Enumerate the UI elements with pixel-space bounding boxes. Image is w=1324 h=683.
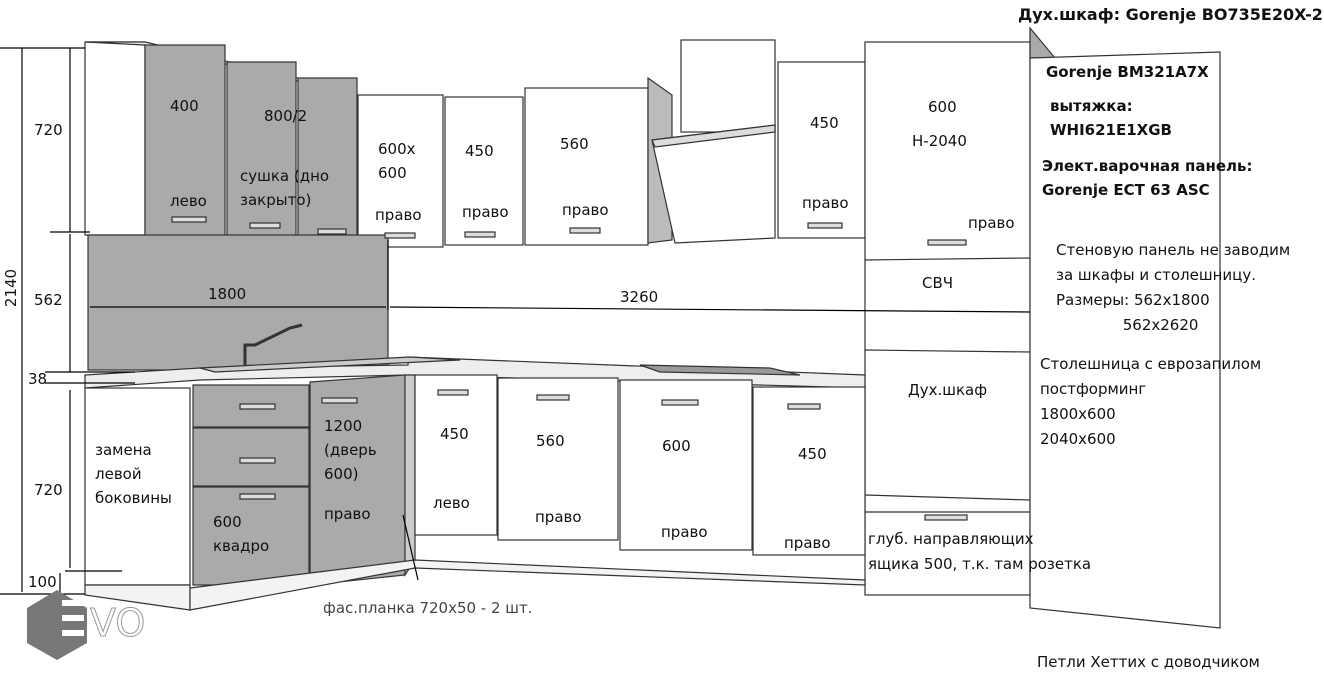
dim-countertop: 38 — [28, 370, 48, 388]
dim-upper-height: 720 — [34, 121, 63, 139]
upper-door-600 — [357, 94, 444, 248]
lower-6-hinge: право — [784, 534, 831, 552]
upper-1-hinge: лево — [170, 192, 207, 210]
upper-2-note: сушка (дно закрыто) — [240, 167, 330, 209]
lower-1-size: 600 квадро — [213, 513, 270, 555]
facade-strip-note: фас.планка 720х50 - 2 шт. — [323, 599, 533, 617]
wall-panel-note: Стеновую панель не заводим за шкафы и ст… — [1056, 241, 1291, 334]
upper-6-hinge: право — [802, 194, 849, 212]
upper-door-800a — [226, 61, 297, 243]
upper-1-size: 400 — [170, 97, 199, 115]
lower-4-size: 560 — [536, 432, 565, 450]
oven-model: Дух.шкаф: Gorenje BO735E20X-2 — [1018, 5, 1323, 24]
upper-3-size: 600х 600 — [378, 140, 416, 182]
microwave-label: СВЧ — [922, 274, 954, 292]
dim-lower-height: 720 — [34, 481, 63, 499]
drawer-3 — [192, 486, 310, 586]
hood-model: WHI621E1XGB — [1050, 121, 1172, 139]
dim-backsplash-height: 562 — [34, 291, 63, 309]
upper-6-size: 450 — [810, 114, 839, 132]
upper-5-size: 560 — [560, 135, 589, 153]
tall-hinge: право — [968, 214, 1015, 232]
lower-2-hinge: право — [324, 505, 371, 523]
tall-column — [864, 41, 1031, 596]
lower-5-size: 600 — [662, 437, 691, 455]
lower-3-hinge: лево — [433, 494, 470, 512]
lower-door-450b — [752, 386, 866, 556]
dim-total-height: 2140 — [2, 268, 21, 308]
svg-text:VO: VO — [90, 601, 145, 645]
lower-5-hinge: право — [661, 523, 708, 541]
upper-4-size: 450 — [465, 142, 494, 160]
upper-4-hinge: право — [462, 203, 509, 221]
oven-label: Дух.шкаф — [908, 381, 988, 399]
evo-logo: VO — [27, 590, 146, 660]
hood-chimney — [680, 39, 776, 133]
upper-door-400 — [144, 44, 226, 238]
dim-left-width: 1800 — [208, 285, 247, 303]
upper-door-450 — [444, 96, 524, 246]
fridge-model: Gorenje BM321A7X — [1046, 63, 1209, 81]
lower-door-560 — [497, 377, 619, 541]
hinges-note: Петли Хеттих с доводчиком — [1037, 653, 1260, 671]
drawer-2 — [192, 427, 310, 487]
dim-right-width: 3260 — [620, 288, 659, 306]
drawer-depth-note: глуб. направляющих ящика 500, т.к. там р… — [868, 530, 1092, 573]
upper-5-hinge: право — [562, 201, 609, 219]
hood-label: вытяжка: — [1050, 97, 1133, 115]
hob-model: Gorenje ECT 63 ASC — [1042, 181, 1210, 199]
tall-height: H-2040 — [912, 132, 967, 150]
upper-door-560 — [524, 87, 649, 246]
upper-2-size: 800/2 — [264, 107, 308, 125]
lower-2-size: 1200 (дверь 600) — [324, 417, 377, 483]
side-replace-note: замена левой боковины — [95, 441, 172, 507]
upper-door-800b — [297, 77, 358, 246]
dim-plinth: 100 — [28, 573, 57, 591]
lower-door-600 — [619, 379, 753, 551]
fridge — [1029, 51, 1221, 629]
lower-door-450 — [414, 374, 498, 536]
upper-door-450b — [777, 61, 866, 239]
hob-label: Элект.варочная панель: — [1042, 157, 1253, 175]
tall-size: 600 — [928, 98, 957, 116]
lower-left-side — [84, 387, 191, 586]
upper-left-side — [84, 41, 146, 236]
lower-4-hinge: право — [535, 508, 582, 526]
backsplash — [87, 234, 389, 371]
lower-3-size: 450 — [440, 425, 469, 443]
countertop-note: Столешница с еврозапилом постформинг 180… — [1040, 355, 1262, 448]
lower-6-size: 450 — [798, 445, 827, 463]
upper-3-hinge: право — [375, 206, 422, 224]
